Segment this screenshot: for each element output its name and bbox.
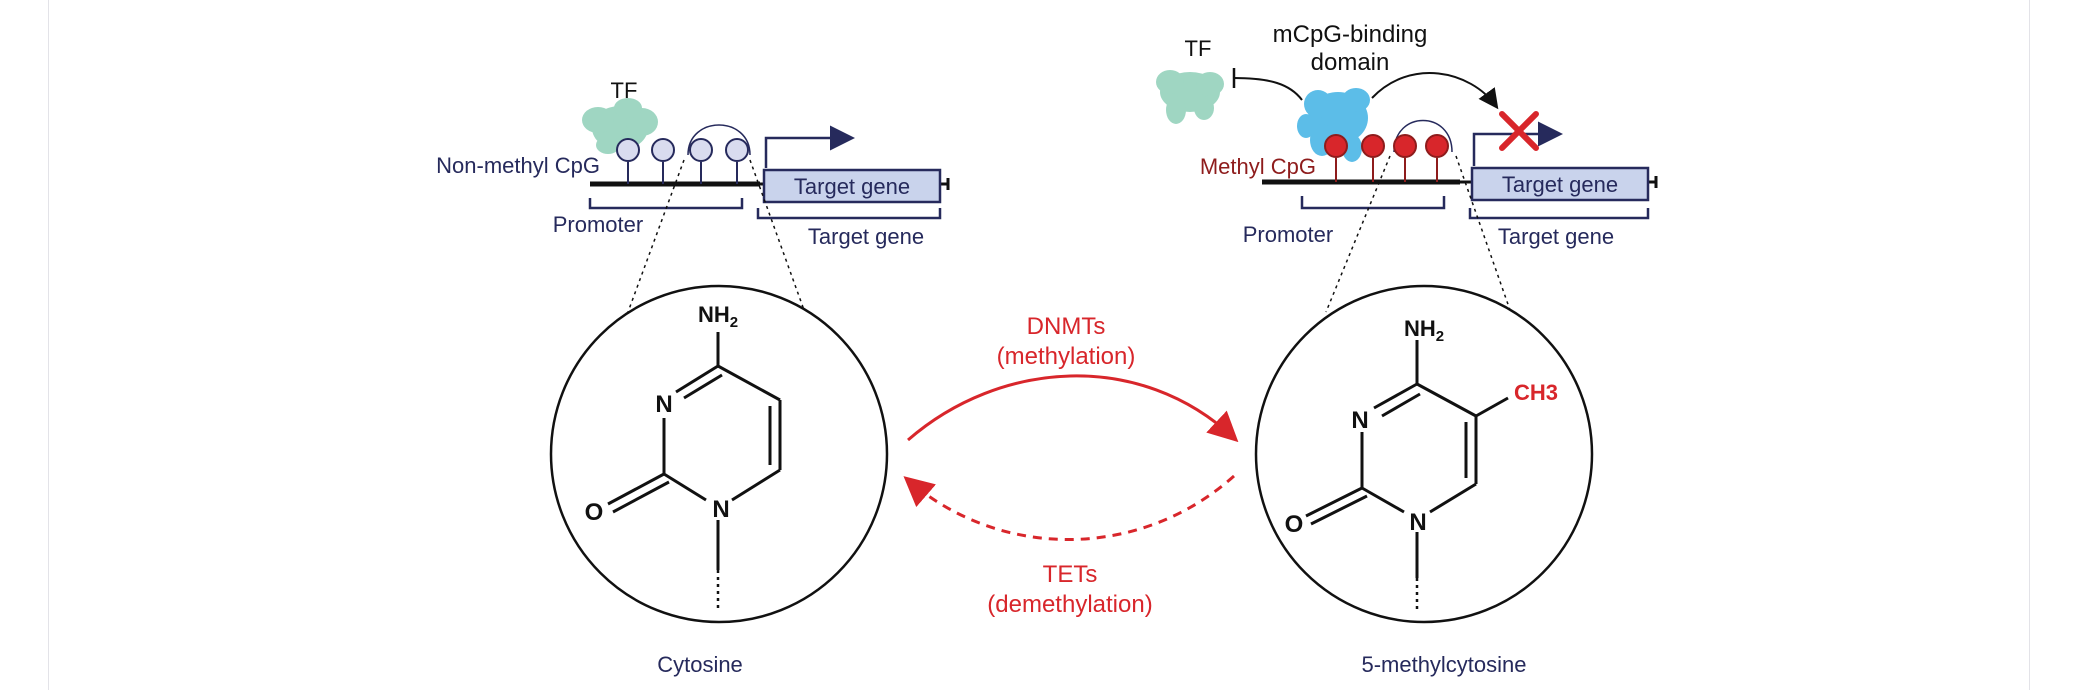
- methylation-label: (methylation): [997, 343, 1136, 370]
- tets-label: TETs: [1043, 561, 1098, 588]
- methyl-group-label: CH3: [1514, 380, 1558, 405]
- cpg-unmethylated-icon: [689, 138, 713, 162]
- cpg-methylated-icon: [1361, 134, 1385, 158]
- right-promoter-bracket: [1300, 196, 1446, 210]
- cytosine-caption: Cytosine: [657, 652, 743, 677]
- right-amine-subscript: 2: [1436, 328, 1444, 345]
- right-target-gene-box-label: Target gene: [1502, 172, 1618, 197]
- left-cpg-label: Non-methyl CpG: [436, 153, 600, 178]
- svg-text:NH2: NH2: [1404, 316, 1444, 345]
- binding-to-gene-arrow-icon: [1371, 72, 1499, 110]
- right-n3-label: N: [1351, 407, 1368, 434]
- left-amine-label: NH: [698, 302, 730, 327]
- blocked-transcription-icon: [1499, 111, 1539, 151]
- left-gene-schematic: TF Non-methyl CpG Promoter Target gene: [436, 78, 950, 313]
- left-target-gene-box: [762, 168, 942, 204]
- binding-domain-label-line1: mCpG-binding: [1273, 21, 1428, 48]
- cpg-methylated-icon: [1425, 134, 1449, 158]
- right-promoter-label: Promoter: [1243, 222, 1333, 247]
- right-tss-arrow-icon: [1472, 121, 1563, 166]
- left-promoter-bracket: [588, 198, 744, 210]
- left-cpg-sites: [616, 124, 751, 184]
- right-target-gene-bracket: [1468, 208, 1650, 220]
- right-cpg-label: Methyl CpG: [1200, 154, 1316, 179]
- left-target-gene-box-label: Target gene: [794, 174, 910, 199]
- cytosine-molecule: NH2 N N O: [549, 284, 889, 624]
- right-zoom-circle: [1254, 284, 1594, 624]
- methylcytosine-molecule: NH2 CH3 N N O: [1254, 284, 1594, 624]
- tf-protein-icon: [1156, 70, 1224, 124]
- left-oxygen-label: O: [585, 499, 604, 526]
- left-zoom-circle: [549, 284, 889, 624]
- svg-text:NH2: NH2: [698, 302, 738, 331]
- left-n3-label: N: [655, 391, 672, 418]
- figure-frame: [48, 0, 2030, 690]
- left-amine-subscript: 2: [730, 314, 738, 331]
- right-gene-schematic: TF mCpG-binding domain: [1156, 21, 1658, 313]
- right-cpg-sites: [1335, 119, 1453, 182]
- right-oxygen-label: O: [1285, 511, 1304, 538]
- demethylation-label: (demethylation): [987, 591, 1152, 618]
- demethylation-arrow-icon: [903, 474, 1235, 541]
- right-n1-label: N: [1409, 509, 1426, 536]
- right-target-gene-box: [1470, 166, 1650, 202]
- methylcytosine-caption: 5-methylcytosine: [1361, 652, 1526, 677]
- dnmts-label: DNMTs: [1027, 313, 1106, 340]
- cpg-methylated-icon: [1393, 134, 1417, 158]
- cpg-unmethylated-icon: [616, 138, 640, 162]
- left-target-gene-bracket-label: Target gene: [808, 224, 924, 249]
- tf-protein-icon: [582, 98, 658, 154]
- left-n1-label: N: [712, 496, 729, 523]
- cpg-unmethylated-icon: [651, 138, 675, 162]
- right-tf-label: TF: [1185, 36, 1212, 61]
- right-amine-label: NH: [1404, 316, 1436, 341]
- methylation-arrow-icon: [907, 374, 1239, 443]
- left-tss-arrow-icon: [764, 125, 855, 168]
- reaction-arrows: DNMTs (methylation) TETs (demethylation): [903, 313, 1239, 618]
- tf-inhibition-icon: [1233, 77, 1303, 101]
- right-target-gene-bracket-label: Target gene: [1498, 224, 1614, 249]
- left-promoter-label: Promoter: [553, 212, 643, 237]
- cpg-unmethylated-icon: [725, 138, 749, 162]
- cpg-methylated-icon: [1324, 134, 1348, 158]
- left-target-gene-bracket: [756, 208, 942, 220]
- left-tf-label: TF: [611, 78, 638, 103]
- binding-domain-label-line2: domain: [1311, 49, 1390, 76]
- mcpg-binding-protein-icon: [1297, 88, 1370, 162]
